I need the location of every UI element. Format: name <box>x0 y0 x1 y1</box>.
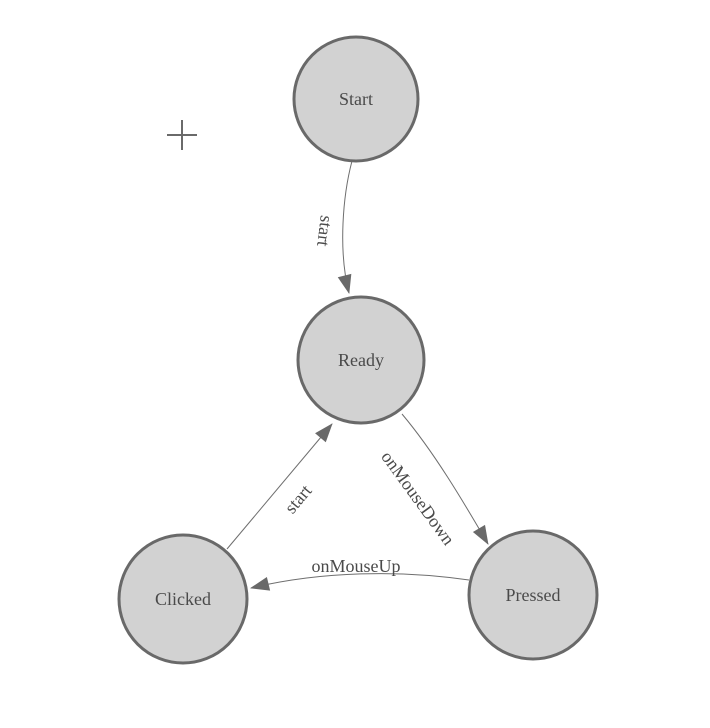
transition-label: start <box>313 214 337 247</box>
transition-line[interactable] <box>226 423 333 550</box>
transition-line[interactable] <box>401 413 489 545</box>
state-node-pressed[interactable]: Pressed <box>467 529 599 661</box>
transition-label: start <box>280 481 315 518</box>
state-node-ready[interactable]: Ready <box>296 295 426 425</box>
transition-pressed-to-clicked[interactable]: onMouseUp <box>250 556 470 591</box>
transition-line[interactable] <box>250 573 470 591</box>
state-circle[interactable] <box>467 529 599 661</box>
transition-ready-to-pressed[interactable]: onMouseDown <box>377 413 489 549</box>
state-circle[interactable] <box>292 35 420 163</box>
transition-line[interactable] <box>337 160 353 294</box>
state-circle[interactable] <box>296 295 426 425</box>
state-label: Start <box>339 89 373 109</box>
state-label: Ready <box>338 350 384 370</box>
state-label: Pressed <box>506 585 561 605</box>
state-circle[interactable] <box>117 533 249 665</box>
state-node-clicked[interactable]: Clicked <box>117 533 249 665</box>
transition-start-to-ready[interactable]: start <box>313 160 353 294</box>
state-label: Clicked <box>155 589 211 609</box>
transition-clicked-to-ready[interactable]: start <box>226 423 333 550</box>
transition-label: onMouseUp <box>312 556 401 576</box>
state-node-start[interactable]: Start <box>292 35 420 163</box>
crosshair-cursor-icon <box>167 120 197 150</box>
transition-label: onMouseDown <box>377 447 458 549</box>
